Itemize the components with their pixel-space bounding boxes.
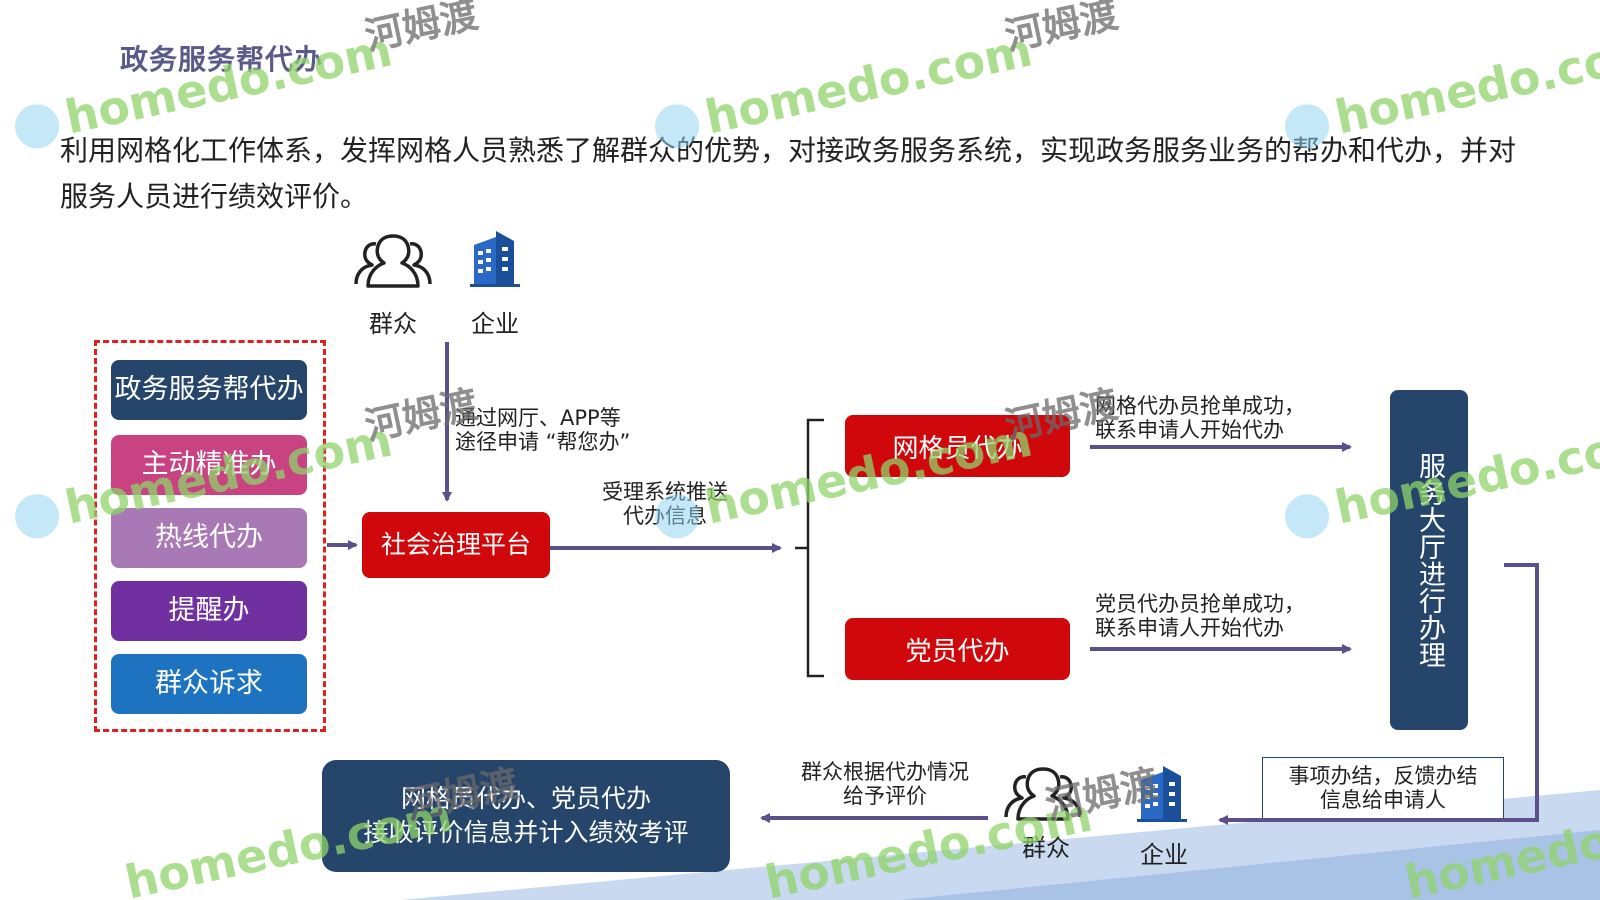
bottom-masses-label: 群众 <box>1022 834 1070 862</box>
service-type-hotline: 热线代办 <box>111 508 307 568</box>
grid-note-line2: 联系申请人开始代办 <box>1095 418 1284 442</box>
service-type-appeal: 群众诉求 <box>111 654 307 714</box>
grid-member-agent: 网格员代办 <box>845 415 1070 477</box>
service-type-reminder: 提醒办 <box>111 581 307 641</box>
push-note-line1: 受理系统推送 <box>602 480 728 504</box>
party-agent-note: 党员代办员抢单成功， 联系申请人开始代办 <box>1095 592 1335 640</box>
social-governance-platform: 社会治理平台 <box>362 512 550 578</box>
intro-paragraph: 利用网格化工作体系，发挥网格人员熟悉了解群众的优势，对接政务服务系统，实现政务服… <box>60 134 1517 213</box>
apply-channel-note: 通过网厅、APP等 途径申请 “帮您办” <box>455 406 630 454</box>
evaluate-note-line1: 群众根据代办情况 <box>801 760 969 784</box>
building-icon <box>1133 764 1191 822</box>
push-note: 受理系统推送 代办信息 <box>580 480 750 528</box>
feedback-line2: 信息给申请人 <box>1320 788 1446 812</box>
page-title: 政务服务帮代办 <box>120 43 324 76</box>
party-member-agent: 党员代办 <box>845 618 1070 680</box>
result-line2: 接收评价信息并计入绩效考评 <box>363 818 689 847</box>
service-hall: 服务大厅进行办理 <box>1390 390 1468 730</box>
bottom-enterprise-label: 企业 <box>1140 841 1188 869</box>
feedback-line1: 事项办结，反馈办结 <box>1288 764 1478 788</box>
evaluate-note-line2: 给予评价 <box>843 784 927 808</box>
performance-result-box: 网格员代办、党员代办 接收评价信息并计入绩效考评 <box>322 760 730 872</box>
service-type-proactive: 主动精准办 <box>111 435 307 495</box>
people-group-icon <box>1000 765 1086 821</box>
grid-agent-note: 网格代办员抢单成功， 联系申请人开始代办 <box>1095 394 1335 442</box>
push-note-line2: 代办信息 <box>623 504 707 528</box>
service-types-group <box>94 340 326 732</box>
result-line1: 网格员代办、党员代办 <box>400 784 651 813</box>
feedback-box: 事项办结，反馈办结 信息给申请人 <box>1262 757 1504 821</box>
evaluate-note: 群众根据代办情况 给予评价 <box>790 760 980 808</box>
top-masses-label: 群众 <box>369 310 417 338</box>
party-note-line2: 联系申请人开始代办 <box>1095 616 1284 640</box>
people-group-icon <box>350 232 436 288</box>
grid-note-line1: 网格代办员抢单成功， <box>1095 394 1305 418</box>
apply-note-line2: 途径申请 “帮您办” <box>455 430 631 454</box>
top-enterprise-label: 企业 <box>471 310 519 338</box>
service-type-help-agent: 政务服务帮代办 <box>111 360 307 420</box>
party-note-line1: 党员代办员抢单成功， <box>1095 592 1305 616</box>
building-icon <box>466 229 524 287</box>
apply-note-line1: 通过网厅、APP等 <box>455 406 621 430</box>
